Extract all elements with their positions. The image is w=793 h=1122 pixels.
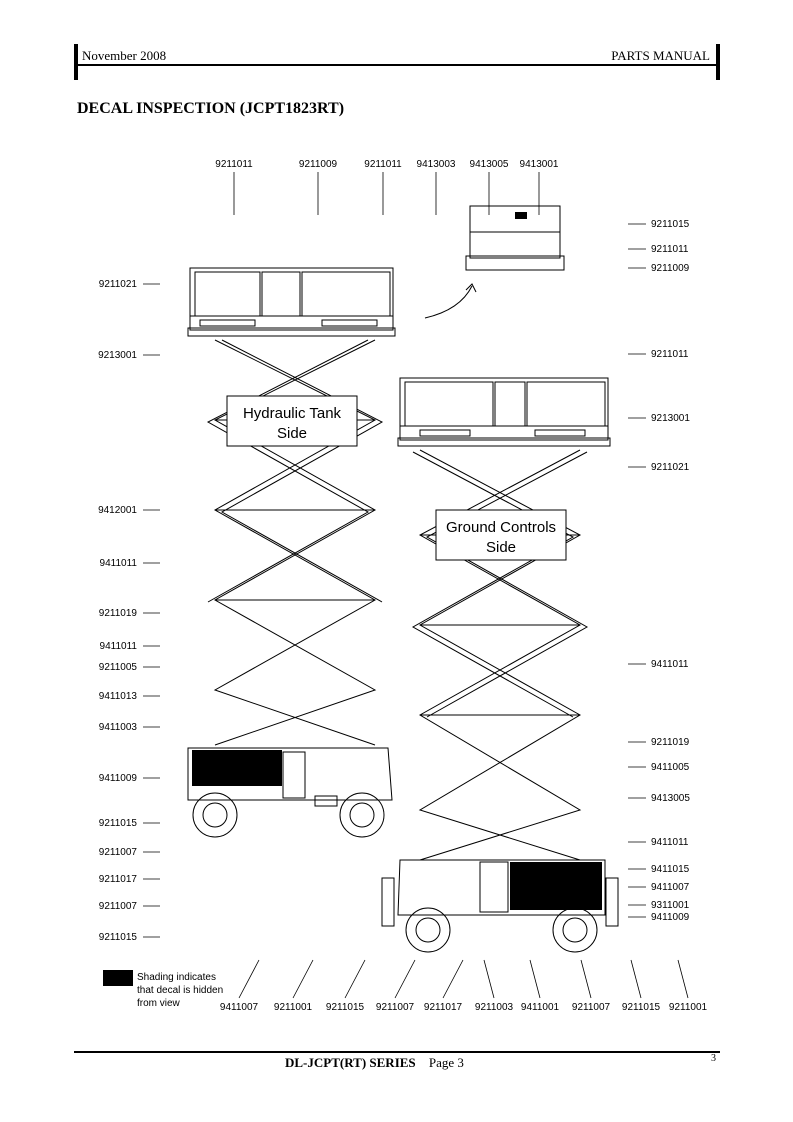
callout-right-0: 9211015	[651, 219, 690, 230]
callout-right-8: 9411005	[651, 762, 690, 773]
page-title: DECAL INSPECTION (JCPT1823RT)	[77, 100, 345, 117]
header-left-bar	[74, 44, 78, 80]
legend-line2: that decal is hidden	[137, 985, 223, 996]
callout-top-4: 9413005	[470, 159, 509, 170]
right-platform	[397, 377, 611, 447]
left-chassis	[187, 747, 393, 838]
callout-top-3: 9413003	[417, 159, 456, 170]
callout-left-13: 9211007	[99, 901, 138, 912]
callout-right-13: 9311001	[651, 900, 690, 911]
callout-right-2: 9211009	[651, 263, 690, 274]
header-right-bar	[716, 44, 720, 80]
leader-line	[442, 959, 464, 999]
legend-swatch	[103, 970, 133, 986]
hydraulic-tank-side-box: Hydraulic Tank Side	[226, 395, 358, 447]
footer-series: DL-JCPT(RT) SERIES Page 3	[285, 1055, 464, 1071]
callout-left-5: 9411011	[100, 641, 138, 652]
callout-right-12: 9411007	[651, 882, 690, 893]
callout-bottom-2: 9211015	[326, 1002, 365, 1013]
header-doc-type: PARTS MANUAL	[611, 48, 710, 63]
callout-right-10: 9411011	[651, 837, 689, 848]
callout-labels: 9211011 9211009 9211011 9413003 9413005 94130…	[98, 159, 707, 1013]
callout-top-0: 9211011	[215, 159, 253, 170]
callout-bottom-5: 9211003	[475, 1002, 514, 1013]
callout-top-1: 9211009	[299, 159, 338, 170]
callout-left-10: 9211015	[99, 818, 138, 829]
callout-right-14: 9411009	[651, 912, 690, 923]
footer-page-number: 3	[711, 1053, 716, 1064]
callout-right-1: 9211011	[651, 244, 689, 255]
header-rule	[74, 64, 720, 66]
left-platform	[187, 267, 396, 337]
leader-line	[238, 959, 260, 999]
leader-line	[483, 959, 495, 999]
footer-rule	[74, 1051, 720, 1053]
leader-line	[529, 959, 541, 999]
callout-left-3: 9411011	[100, 558, 138, 569]
callout-left-0: 9211021	[99, 279, 138, 290]
leader-line	[394, 959, 416, 999]
legend-line3: from view	[137, 998, 181, 1009]
callout-left-11: 9211007	[99, 847, 138, 858]
callout-left-7: 9411013	[99, 691, 138, 702]
ground-side-line1: Ground Controls	[446, 519, 556, 536]
callout-bottom-6: 9411001	[521, 1002, 560, 1013]
callout-right-11: 9411015	[651, 864, 690, 875]
callout-right-9: 9413005	[651, 793, 690, 804]
callout-bottom-7: 9211007	[572, 1002, 611, 1013]
callout-right-7: 9211019	[651, 737, 690, 748]
hidden-decal-shade-left	[192, 750, 282, 786]
callout-left-2: 9412001	[98, 505, 137, 516]
callout-right-6: 9411011	[651, 659, 689, 670]
ground-controls-side-box: Ground Controls Side	[435, 509, 567, 561]
callout-bottom-8: 9211015	[622, 1002, 661, 1013]
callout-left-14: 9211015	[99, 932, 138, 943]
callout-top-5: 9413001	[520, 159, 559, 170]
hydraulic-side-line2: Side	[277, 425, 307, 442]
callout-bottom-4: 9211017	[424, 1002, 463, 1013]
callout-left-6: 9211005	[99, 662, 138, 673]
leader-line	[630, 959, 642, 999]
callout-bottom-3: 9211007	[376, 1002, 415, 1013]
leader-line	[580, 959, 592, 999]
right-chassis	[381, 859, 619, 953]
leader-line	[677, 959, 689, 999]
callout-right-4: 9213001	[651, 413, 690, 424]
callout-left-4: 9211019	[99, 608, 138, 619]
hydraulic-side-line1: Hydraulic Tank	[243, 405, 342, 422]
leader-lines	[143, 172, 689, 999]
ground-side-line2: Side	[486, 539, 516, 556]
inset-control-box	[424, 205, 565, 319]
callout-bottom-9: 9211001	[669, 1002, 708, 1013]
callout-bottom-0: 9411007	[220, 1002, 259, 1013]
callout-left-8: 9411003	[99, 722, 138, 733]
hidden-decal-shade-inset	[515, 212, 527, 219]
callout-right-3: 9211011	[651, 349, 689, 360]
leader-line	[344, 959, 366, 999]
footer-series-name: DL-JCPT(RT) SERIES	[285, 1055, 416, 1070]
callout-left-9: 9411009	[99, 773, 138, 784]
header-date: November 2008	[82, 48, 167, 63]
footer-page-label: Page 3	[428, 1055, 464, 1070]
legend-line1: Shading indicates	[137, 972, 216, 983]
callout-left-12: 9211017	[99, 874, 138, 885]
leader-line	[292, 959, 314, 999]
callout-top-2: 9211011	[364, 159, 402, 170]
callout-left-1: 9213001	[98, 350, 137, 361]
callout-right-5: 9211021	[651, 462, 690, 473]
hidden-decal-shade-right	[510, 862, 602, 910]
callout-bottom-1: 9211001	[274, 1002, 313, 1013]
legend: Shading indicates that decal is hidden f…	[103, 970, 223, 1009]
